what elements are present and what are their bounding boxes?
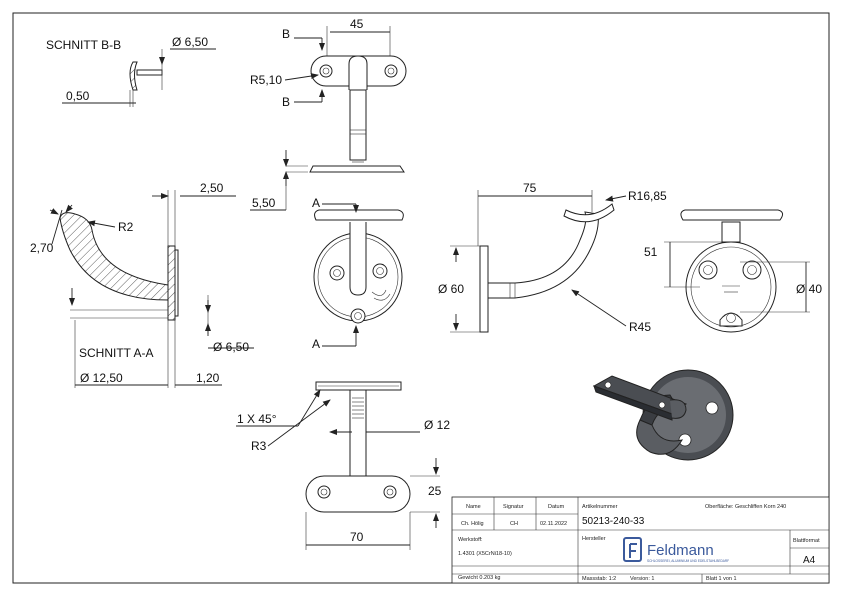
dim-270: 2,70 — [30, 241, 54, 255]
tb-gewicht: Gewicht 0.203 kg — [458, 575, 501, 581]
section-b-marker-bottom: B — [282, 95, 290, 109]
dim-r1685: R16,85 — [628, 189, 667, 203]
tb-blattformat-label: Blattformat — [793, 538, 820, 544]
dim-050: 0,50 — [66, 89, 90, 103]
section-a-marker-top: A — [312, 196, 320, 210]
tb-version: Version: 1 — [630, 576, 654, 582]
dim-250: 2,50 — [200, 181, 224, 195]
top-view: 45 B B R5,10 5,50 — [250, 17, 407, 211]
section-aa-view: SCHNITT A-A 2,50 R2 2,70 Ø 6,50 Ø 12,50 … — [30, 181, 254, 388]
drawing-frame — [12, 12, 830, 584]
section-a-marker-bottom: A — [312, 337, 320, 351]
dim-diameter-1250: Ø 12,50 — [80, 371, 123, 385]
dim-75: 75 — [523, 181, 537, 195]
tb-header-name: Name — [466, 504, 481, 510]
tb-werkstoff: 1.4301 (X5CrNi18-10) — [458, 551, 512, 557]
feldmann-logo-icon — [623, 537, 642, 562]
dim-25: 25 — [428, 484, 442, 498]
dim-diameter-60: Ø 60 — [438, 282, 464, 296]
tb-signatur: CH — [510, 521, 518, 527]
tb-datum: 02.11.2022 — [540, 521, 567, 527]
dim-diameter-40: Ø 40 — [796, 282, 822, 296]
tb-oberflaeche: Oberfläche: Geschliffen Korn 240 — [705, 504, 786, 510]
dim-70: 70 — [350, 530, 364, 544]
dim-diameter-650-bottom: Ø 6,50 — [213, 340, 249, 354]
tb-blattformat: A4 — [803, 555, 816, 566]
dim-diameter-12: Ø 12 — [424, 418, 450, 432]
section-aa-label: SCHNITT A-A — [79, 346, 153, 360]
bottom-view: 1 X 45° Ø 12 R3 25 70 — [236, 381, 450, 550]
dim-51: 51 — [644, 245, 658, 259]
tb-brand: Feldmann — [647, 542, 714, 559]
right-view: 51 Ø 40 — [644, 209, 822, 333]
section-bb-label: SCHNITT B-B — [46, 38, 121, 52]
front-view: A A — [312, 196, 404, 351]
dim-r2: R2 — [118, 220, 134, 234]
dim-120: 1,20 — [196, 371, 220, 385]
dim-chamfer: 1 X 45° — [237, 412, 277, 426]
tb-werkstoff-label: Werkstoff: — [458, 537, 483, 543]
tb-header-datum: Datum — [548, 504, 565, 510]
dim-r510: R5,10 — [250, 73, 282, 87]
tb-name: Ch. Hölig — [461, 521, 484, 527]
tb-header-signatur: Signatur — [503, 504, 524, 510]
tb-hersteller-label: Hersteller — [582, 536, 606, 542]
title-block: Name Signatur Datum Ch. Hölig CH 02.11.2… — [451, 496, 830, 584]
dim-r3: R3 — [251, 439, 267, 453]
tb-blatt: Blatt 1 von 1 — [706, 576, 737, 582]
section-b-marker-top: B — [282, 27, 290, 41]
dim-550: 5,50 — [252, 196, 276, 210]
section-bb-view: SCHNITT B-B Ø 6,50 0,50 — [46, 35, 216, 107]
tb-brand-tagline: SCHLOSSEREI, ALUMINIUM UND EDELSTAHLBEDA… — [647, 559, 729, 563]
dim-diameter-650-top: Ø 6,50 — [172, 35, 208, 49]
tb-artikel-label: Artikelnummer — [582, 504, 618, 510]
dim-45: 45 — [350, 17, 364, 31]
side-view: 75 R16,85 Ø 60 R45 — [438, 181, 667, 334]
dim-r45: R45 — [629, 320, 651, 334]
tb-artikel: 50213-240-33 — [582, 516, 645, 527]
tb-massstab: Massstab: 1:2 — [582, 576, 616, 582]
isometric-view — [592, 369, 734, 461]
